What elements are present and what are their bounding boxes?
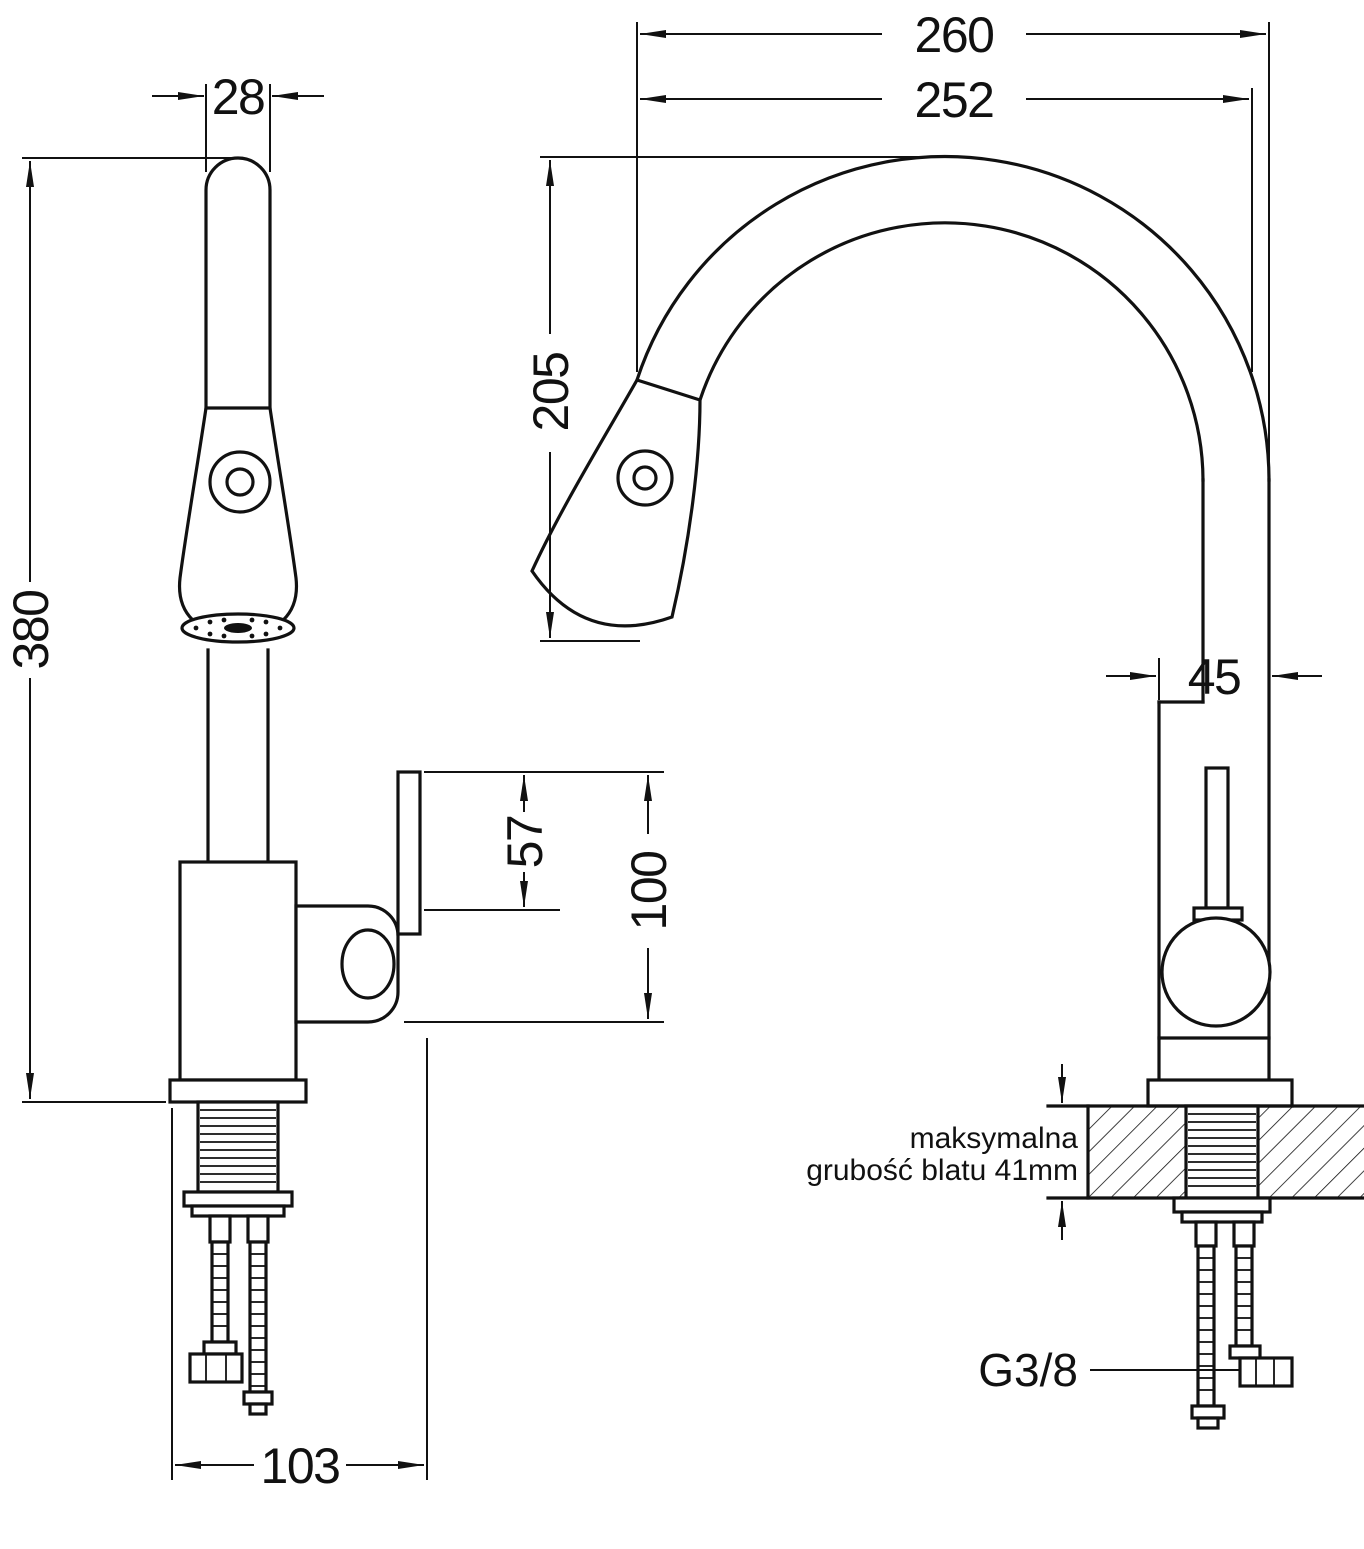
dim-205-label: 205	[523, 353, 579, 432]
side-mount-nut	[1180, 1210, 1264, 1224]
front-hose-connector-left	[208, 1214, 232, 1244]
front-spray-button	[208, 450, 272, 514]
side-mount-washer	[1172, 1196, 1272, 1214]
dim-380-label: 380	[3, 591, 59, 670]
front-threaded-stud	[196, 1100, 280, 1194]
side-spray-head	[530, 378, 702, 628]
front-hose-tip-right	[248, 1402, 268, 1416]
side-spray-button-inner	[632, 465, 658, 491]
dim-252-label: 252	[915, 72, 994, 128]
front-hose-fitting-left	[202, 1340, 238, 1356]
side-hose-tip-left	[1196, 1416, 1220, 1430]
thread-size-label: G3/8	[978, 1344, 1078, 1396]
side-hose-right-braid	[1236, 1257, 1252, 1331]
front-hose-fitting-right	[242, 1390, 274, 1406]
side-hose-right	[1234, 1244, 1254, 1348]
side-spout-inner-curve	[697, 221, 1205, 482]
side-base-flange	[1146, 1078, 1294, 1108]
dim-28-label: 28	[212, 69, 265, 125]
side-threads	[1188, 1113, 1256, 1187]
side-threaded-stud	[1184, 1104, 1260, 1200]
dim-45-label: 45	[1188, 649, 1241, 705]
front-aerator-center	[224, 623, 252, 633]
side-spray-button	[616, 449, 674, 507]
side-hose-left-braid	[1198, 1257, 1214, 1391]
side-view	[530, 155, 1364, 1430]
dim-260-label: 260	[915, 7, 994, 63]
side-view-dimensions: 260 252 205 45 maksymalna grubość blatu …	[523, 7, 1322, 1396]
front-hose-nut-left	[188, 1352, 244, 1384]
side-hose-nut-right	[1238, 1356, 1294, 1388]
side-hose-fitting-right	[1228, 1344, 1262, 1360]
side-hose-fitting-left	[1190, 1404, 1226, 1420]
front-lever	[396, 770, 422, 936]
dim-100-label: 100	[621, 852, 677, 931]
dim-103-label: 103	[261, 1438, 340, 1494]
side-lever	[1204, 766, 1230, 910]
side-spout-outer-curve	[634, 155, 1271, 482]
side-hose-connector-right	[1232, 1220, 1256, 1248]
countertop-note-line2: grubość blatu 41mm	[806, 1154, 1078, 1187]
front-spray-button-inner	[225, 467, 255, 497]
front-mount-nut	[190, 1204, 286, 1218]
front-view-dimensions: 28 380 57 100 103	[3, 69, 677, 1494]
front-aerator-nozzles	[193, 617, 283, 639]
front-hose-right	[248, 1240, 268, 1394]
front-spout-pipe	[204, 156, 272, 412]
front-hose-left	[210, 1240, 230, 1344]
dim-57-label: 57	[497, 816, 553, 869]
front-valve-joint	[340, 928, 396, 1000]
front-threads	[200, 1109, 276, 1183]
front-hose-right-braid	[250, 1253, 266, 1387]
front-view	[168, 156, 422, 1416]
front-body	[178, 860, 298, 1082]
front-hose-left-braid	[212, 1253, 228, 1327]
side-hose-connector-left	[1194, 1220, 1218, 1248]
front-mount-washer	[182, 1190, 294, 1208]
front-base-flange	[168, 1078, 308, 1104]
side-lever-knob	[1160, 916, 1272, 1028]
front-hose-connector-right	[246, 1214, 270, 1244]
countertop-note-line1: maksymalna	[910, 1122, 1079, 1155]
